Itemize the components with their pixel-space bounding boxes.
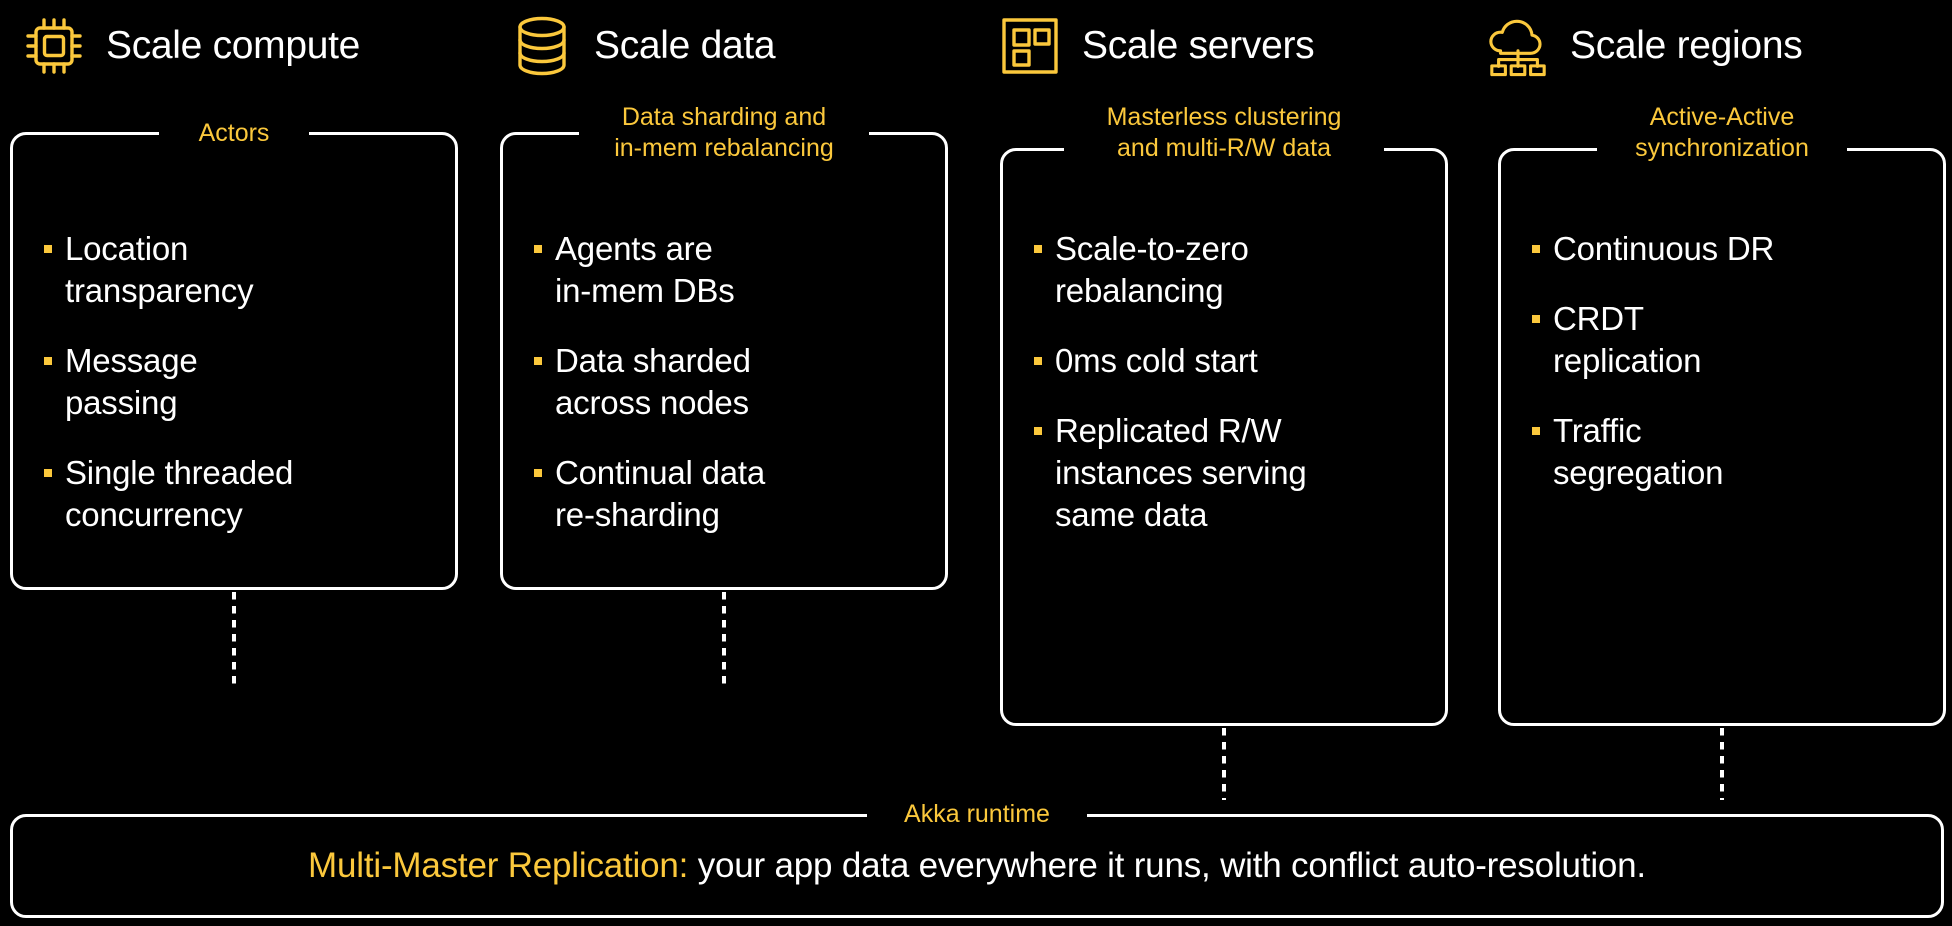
list-item-label: Data sharded across nodes [555,342,751,421]
header-label: Scale servers [1082,24,1315,67]
connector-dotted-line [232,592,236,690]
header-column-scale-regions: Scale regions [1464,0,1952,92]
list-item: Location transparency [44,228,444,312]
runtime-statement-accent: Multi-Master Replication: [308,846,689,885]
cloud-network-icon [1486,14,1550,78]
header-label: Scale compute [106,24,361,67]
card-bullet-list: Location transparency Message passing Si… [44,228,444,536]
card-legend: Masterless clustering and multi-R/W data [1096,102,1352,164]
list-item-label: Traffic segregation [1553,412,1724,491]
list-item: 0ms cold start [1034,340,1434,382]
card-bullet-list: Continuous DR CRDT replication Traffic s… [1532,228,1932,494]
list-item: CRDT replication [1532,298,1932,382]
bullet-square-icon [534,357,542,365]
bullet-square-icon [1034,245,1042,253]
header-label: Scale regions [1570,24,1803,67]
connector-dotted-line [1720,728,1724,800]
list-item-label: CRDT replication [1553,300,1702,379]
connector-dotted-line [722,592,726,690]
list-item: Scale-to-zero rebalancing [1034,228,1434,312]
database-cylinder-icon [510,14,574,78]
bullet-square-icon [44,357,52,365]
card-legend: Active-Active synchronization [1625,102,1819,164]
list-item: Continuous DR [1532,228,1932,270]
list-item-label: Location transparency [65,230,254,309]
list-item: Message passing [44,340,444,424]
header-row: Scale compute Scale data Scale servers [0,0,1952,92]
bullet-square-icon [1034,427,1042,435]
runtime-legend: Akka runtime [890,799,1064,830]
bullet-square-icon [1034,357,1042,365]
runtime-statement-plain: your app data everywhere it runs, with c… [688,846,1646,885]
list-item: Agents are in-mem DBs [534,228,934,312]
bullet-square-icon [1532,427,1540,435]
cards-row: Actors Location transparency Message pas… [0,100,1952,740]
card-scale-compute: Actors Location transparency Message pas… [10,100,458,740]
header-column-scale-data: Scale data [488,0,976,92]
card-scale-data: Data sharding and in-mem rebalancing Age… [500,100,948,740]
list-item: Replicated R/W instances serving same da… [1034,410,1434,536]
list-item: Traffic segregation [1532,410,1932,494]
card-legend: Data sharding and in-mem rebalancing [604,102,844,164]
header-column-scale-compute: Scale compute [0,0,488,92]
list-item-label: Replicated R/W instances serving same da… [1055,412,1307,533]
card-scale-servers: Masterless clustering and multi-R/W data… [1000,100,1448,740]
header-label: Scale data [594,24,776,67]
header-column-scale-servers: Scale servers [976,0,1464,92]
card-scale-regions: Active-Active synchronization Continuous… [1498,100,1946,740]
bullet-square-icon [44,469,52,477]
list-item-label: Message passing [65,342,198,421]
bullet-square-icon [534,245,542,253]
list-item: Continual data re-sharding [534,452,934,536]
list-item-label: Single threaded concurrency [65,454,294,533]
card-bullet-list: Scale-to-zero rebalancing 0ms cold start… [1034,228,1434,536]
list-item-label: Agents are in-mem DBs [555,230,735,309]
server-grid-icon [998,14,1062,78]
runtime-bar: Akka runtime Multi-Master Replication: y… [10,790,1944,918]
bullet-square-icon [534,469,542,477]
list-item-label: Continuous DR [1553,230,1775,267]
list-item-label: Scale-to-zero rebalancing [1055,230,1249,309]
list-item: Data sharded across nodes [534,340,934,424]
list-item-label: 0ms cold start [1055,342,1258,379]
bullet-square-icon [44,245,52,253]
connector-dotted-line [1222,728,1226,800]
bullet-square-icon [1532,245,1540,253]
card-bullet-list: Agents are in-mem DBs Data sharded acros… [534,228,934,536]
runtime-statement: Multi-Master Replication: your app data … [10,844,1944,888]
list-item: Single threaded concurrency [44,452,444,536]
card-legend: Actors [188,118,280,149]
bullet-square-icon [1532,315,1540,323]
cpu-chip-icon [22,14,86,78]
list-item-label: Continual data re-sharding [555,454,766,533]
